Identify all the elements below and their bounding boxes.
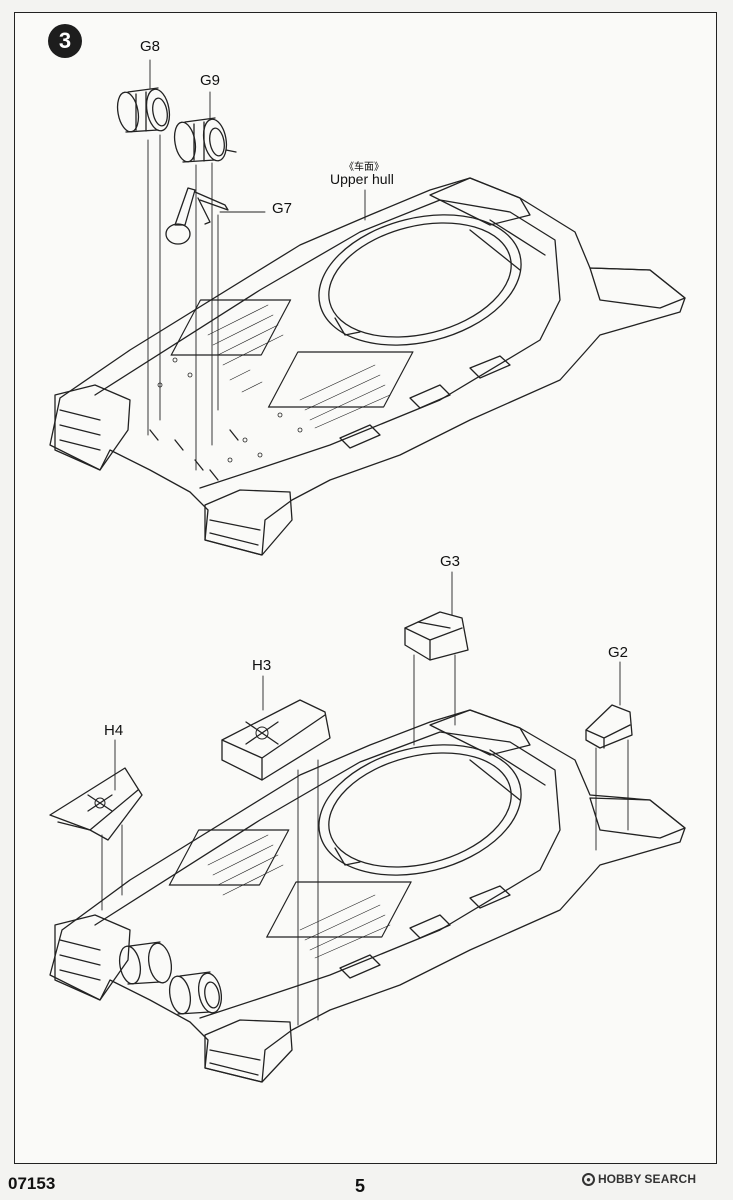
part-h4-drawing [49, 767, 143, 841]
part-label-g9: G9 [200, 72, 221, 89]
upper-hull-label: Upper hull [330, 171, 394, 187]
part-h3-drawing [221, 699, 331, 781]
watermark: ● HOBBY SEARCH [582, 1172, 696, 1186]
part-label-h3: H3 [252, 657, 272, 674]
part-label-g8: G8 [140, 38, 161, 55]
part-label-g2: G2 [608, 644, 629, 661]
part-g2-drawing [585, 704, 633, 749]
lower-leader-lines [101, 571, 629, 1026]
upper-hull-label-cn: 《车面》 [344, 162, 384, 173]
part-g7-drawing [165, 187, 229, 245]
watermark-brand-b: SEARCH [644, 1172, 697, 1186]
product-code: 07153 [8, 1174, 56, 1193]
part-label-h4: H4 [104, 722, 124, 739]
part-label-g7: G7 [272, 200, 293, 217]
part-label-g3: G3 [440, 553, 461, 570]
lower-hull-drawing [49, 709, 686, 1083]
page-number: 5 [355, 1176, 366, 1196]
upper-hull-drawing [49, 177, 686, 556]
step-number-badge: 3 [48, 24, 82, 58]
upper-leader-lines [147, 59, 366, 471]
step-number: 3 [58, 28, 72, 53]
part-g9-drawing [173, 117, 237, 163]
part-g8-drawing [116, 87, 171, 133]
watermark-logo-icon: ● [582, 1172, 595, 1186]
watermark-brand-a: HOBBY [598, 1172, 642, 1186]
part-g3-drawing [404, 611, 469, 661]
instruction-page-frame [14, 12, 717, 1164]
